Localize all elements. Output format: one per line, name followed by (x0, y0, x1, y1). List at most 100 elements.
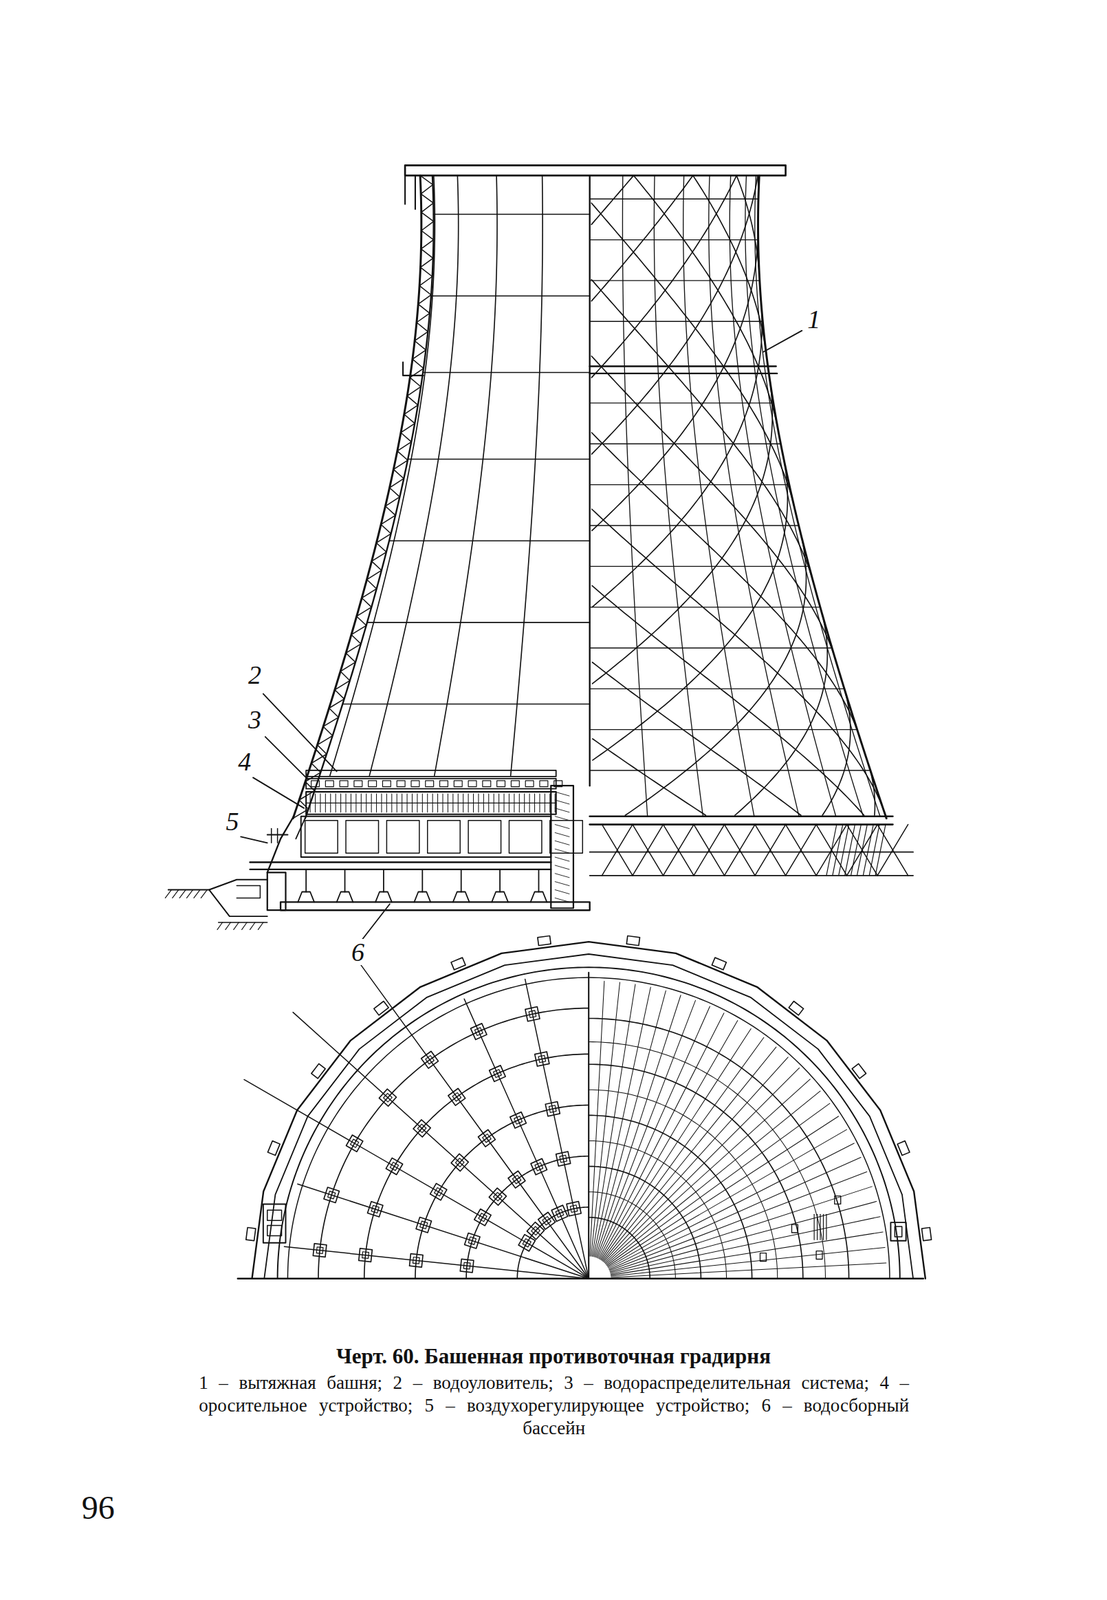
wall-hatch (554, 840, 570, 845)
ground-hatch (242, 922, 247, 929)
wall-buttress (788, 1001, 804, 1015)
column-square (383, 1092, 393, 1102)
basin-partition (550, 785, 574, 908)
wall-hatch (554, 864, 570, 870)
top-ring (414, 175, 416, 210)
plan-pit (759, 1252, 766, 1262)
ground-hatch (225, 922, 231, 929)
column-square (530, 1157, 548, 1175)
support-brace (601, 824, 633, 876)
ground-hatch (172, 889, 179, 898)
interior-ring (342, 703, 590, 705)
foundation (236, 885, 260, 898)
column-square (448, 1087, 466, 1105)
lattice-bar (592, 662, 801, 816)
plan-radial (283, 1245, 589, 1279)
wall-hatch (554, 824, 570, 829)
column-square (474, 1027, 483, 1036)
support-brace (832, 824, 843, 876)
page-number: 96 (81, 1490, 115, 1524)
fill-radial (607, 1102, 830, 1265)
base-ring (589, 814, 894, 817)
ground-hatch (218, 921, 268, 923)
ground-hatch (200, 889, 207, 898)
interior-ring (389, 539, 590, 542)
ground-hatch (187, 889, 194, 898)
water-main (250, 860, 552, 863)
lattice-ring (589, 239, 759, 240)
top-ring (404, 175, 406, 205)
plan-outer-wall (252, 941, 926, 1279)
interior-ring (433, 213, 590, 216)
lattice-ring (589, 606, 821, 608)
lattice-bar (591, 279, 814, 583)
column-square (385, 1157, 403, 1174)
distribution-pipe (411, 780, 420, 787)
support-brace (724, 824, 756, 876)
support-line (589, 851, 914, 853)
support-brace (632, 824, 664, 876)
plan-chamber (267, 1209, 282, 1220)
ground-hatch (250, 922, 256, 929)
lattice-ring (589, 402, 774, 403)
support-brace (663, 824, 695, 876)
plan-ring (318, 1007, 589, 1279)
lattice-ring (589, 728, 858, 730)
column-square (316, 1246, 324, 1254)
distribution-pipe (325, 780, 334, 787)
post-footing (453, 891, 470, 903)
wall-hatch (554, 897, 570, 902)
column-square (559, 1154, 568, 1163)
support-brace (877, 824, 909, 876)
support-brace (875, 824, 886, 876)
shell-leg (267, 816, 294, 873)
lattice-ring (589, 198, 759, 200)
plan-ring (588, 1017, 849, 1278)
column-square (534, 1051, 550, 1066)
ring-band (589, 372, 777, 375)
lattice-meridian (754, 175, 881, 817)
column-square (430, 1182, 447, 1200)
wall-buttress (537, 935, 551, 945)
leader-line (253, 776, 304, 808)
frame-panel (468, 820, 501, 853)
wall-buttress (897, 1140, 910, 1156)
plan-radial (525, 978, 590, 1278)
fill-radial (596, 999, 696, 1257)
callout-number: 1 (805, 305, 822, 333)
column-square (570, 1204, 578, 1213)
wall-hatch (554, 816, 570, 821)
distribution-pipe (453, 780, 463, 787)
callout-number: 3 (246, 706, 263, 733)
column-square (528, 1010, 537, 1018)
plan-chamber (263, 1203, 287, 1242)
top-ring (404, 165, 786, 176)
basin-post (382, 869, 385, 892)
lattice-bar (591, 356, 836, 660)
support-brace (847, 824, 879, 876)
distribution-system (305, 778, 557, 789)
support-brace (869, 824, 880, 876)
support-brace (724, 824, 756, 876)
column-square (389, 1161, 399, 1170)
column-square (362, 1251, 370, 1259)
column-square (474, 1208, 491, 1226)
lattice-meridian (683, 175, 755, 817)
lattice-ring (589, 484, 790, 485)
column-square (556, 1151, 571, 1166)
lattice-ring (589, 647, 832, 648)
column-square (327, 1190, 336, 1199)
basin-post (421, 869, 423, 892)
support-brace (632, 824, 664, 876)
fill-radial (600, 1027, 751, 1259)
plan-radial (292, 1012, 589, 1279)
column-square (415, 1217, 432, 1233)
column-square (378, 1088, 397, 1106)
frame-panel (550, 820, 583, 853)
ground-hatch (257, 922, 263, 929)
lattice-ring (589, 524, 799, 526)
interior-meridian (434, 175, 498, 775)
support-brace (851, 824, 862, 876)
column-square (470, 1023, 487, 1040)
